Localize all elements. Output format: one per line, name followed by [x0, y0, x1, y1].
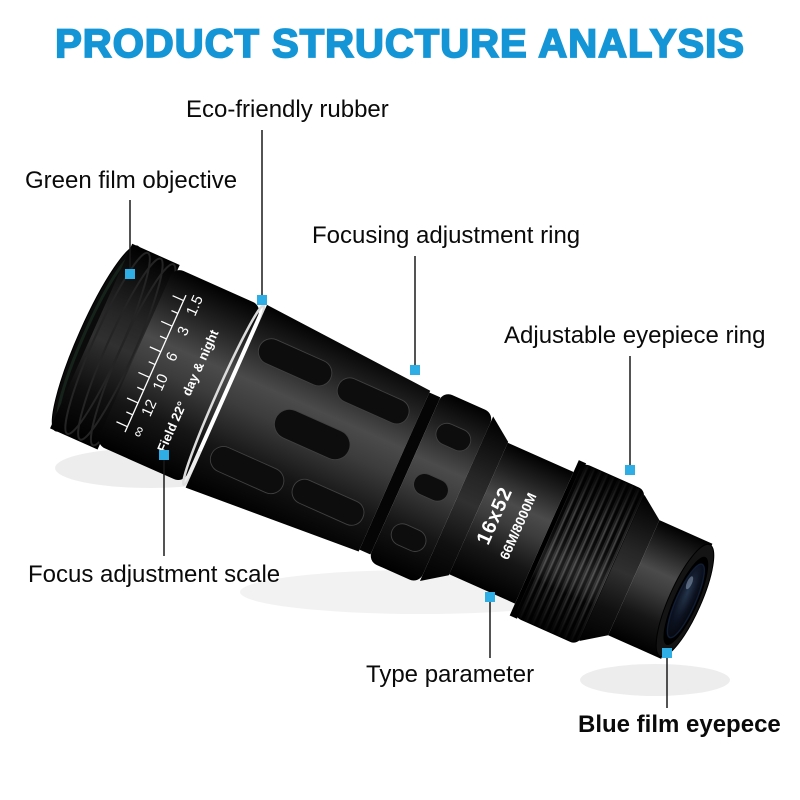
callout-label-eco-friendly-rubber: Eco-friendly rubber — [186, 96, 389, 123]
eyepiece-barrel — [608, 520, 713, 659]
callout-label-green-film-objective: Green film objective — [25, 167, 238, 194]
callout-marker-focus-adjustment-scale — [159, 450, 169, 460]
callout-label-type-parameter: Type parameter — [366, 661, 535, 688]
spec-barrel — [449, 442, 574, 604]
callout-label-focusing-adjustment-ring: Focusing adjustment ring — [312, 222, 581, 249]
scale-number: 12 — [138, 397, 160, 419]
objective-hood-ridges — [64, 251, 177, 447]
callout-marker-adjustable-eyepiece-ring — [625, 465, 635, 475]
body-groove — [359, 392, 441, 555]
callout-label-focus-adjustment-scale: Focus adjustment scale — [28, 561, 281, 588]
focusing-ring-bumps — [390, 422, 472, 552]
monocular-product: 1.5 3 6 10 12 ∞ day & night Field 22° — [50, 243, 715, 659]
eyepiece-lens — [666, 563, 706, 639]
callout-marker-eco-friendly-rubber — [257, 295, 267, 305]
callout-marker-type-parameter — [485, 592, 495, 602]
callout-marker-green-film-objective — [125, 269, 135, 279]
callout-label-adjustable-eyepiece-ring: Adjustable eyepiece ring — [504, 322, 766, 349]
focus-scale-ring — [98, 270, 259, 481]
callout-label-blue-film-eyepiece: Blue film eyepece — [578, 711, 781, 738]
callout-marker-blue-film-eyepiece — [662, 648, 672, 658]
focus-scale-ticks — [116, 294, 187, 433]
rubber-bumps — [209, 338, 410, 526]
page-title: PRODUCT STRUCTURE ANALYSIS — [54, 21, 745, 67]
callout-markers — [125, 269, 672, 658]
callout-marker-focusing-adjustment-ring — [410, 365, 420, 375]
callout-connectors — [129, 130, 668, 708]
scale-number: 10 — [150, 371, 172, 393]
eyepiece-cone — [579, 494, 660, 641]
step-cone — [419, 416, 509, 581]
lens-highlight — [685, 576, 694, 590]
